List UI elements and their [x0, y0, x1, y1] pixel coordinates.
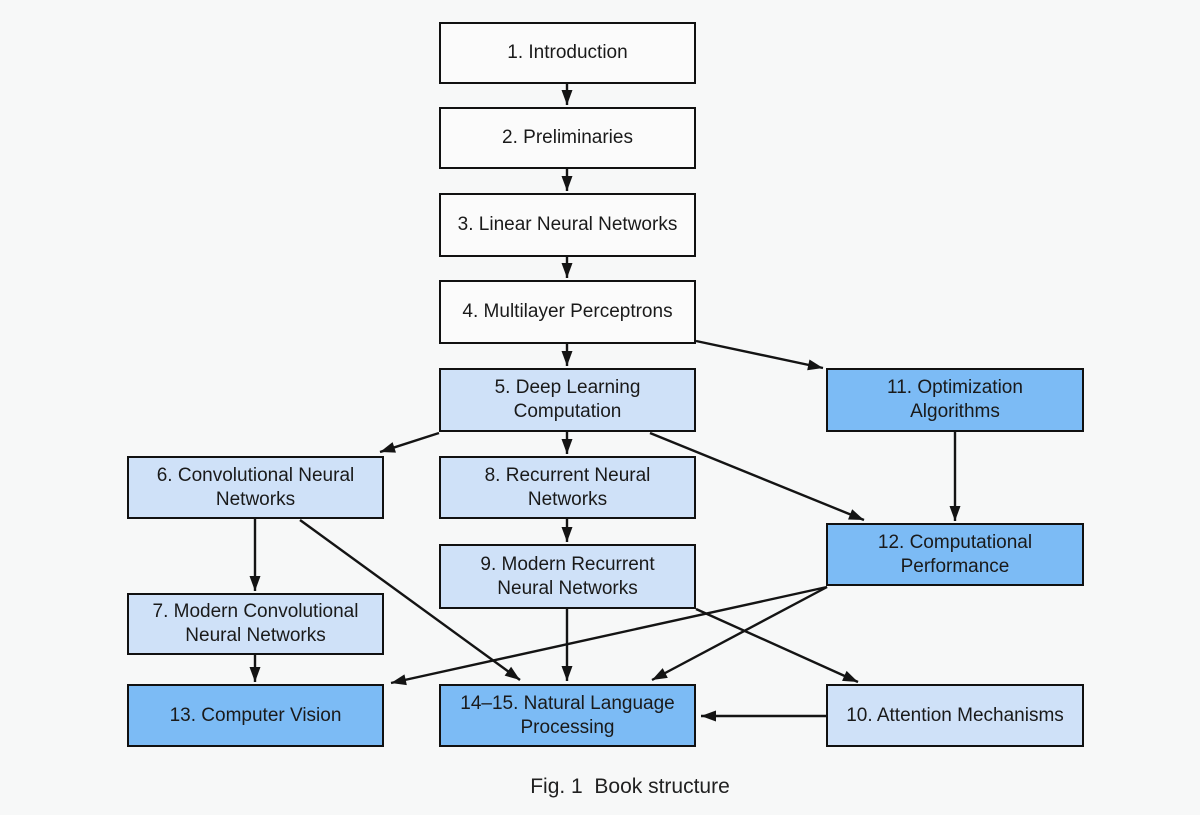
node-6-convolutional-neural-networks: 6. Convolutional Neural Networks	[127, 456, 384, 519]
node-14-15-natural-language-processing: 14–15. Natural Language Processing	[439, 684, 696, 747]
edge-n5-n12	[649, 431, 865, 522]
node-9-modern-recurrent-neural-networks: 9. Modern Recurrent Neural Networks	[439, 544, 696, 609]
node-11-optimization-algorithms: 11. Optimization Algorithms	[826, 368, 1084, 432]
node-5-deep-learning-computation: 5. Deep Learning Computation	[439, 368, 696, 432]
edge-n4-n11	[695, 339, 824, 371]
node-1-introduction: 1. Introduction	[439, 22, 696, 84]
edge-n12-n14	[651, 585, 828, 682]
node-4-multilayer-perceptrons: 4. Multilayer Perceptrons	[439, 280, 696, 344]
node-2-preliminaries: 2. Preliminaries	[439, 107, 696, 169]
node-13-computer-vision: 13. Computer Vision	[127, 684, 384, 747]
edge-n6-n14	[299, 519, 521, 681]
edge-n9-n10	[695, 607, 859, 684]
figure-caption: Fig. 1 Book structure	[530, 775, 730, 798]
node-7-modern-convolutional-neural-networks: 7. Modern Convolutional Neural Networks	[127, 593, 384, 655]
node-8-recurrent-neural-networks: 8. Recurrent Neural Networks	[439, 456, 696, 519]
edge-n12-n13	[390, 585, 828, 686]
node-10-attention-mechanisms: 10. Attention Mechanisms	[826, 684, 1084, 747]
edge-n5-n6	[379, 431, 440, 454]
node-12-computational-performance: 12. Computational Performance	[826, 523, 1084, 586]
node-3-linear-neural-networks: 3. Linear Neural Networks	[439, 193, 696, 257]
